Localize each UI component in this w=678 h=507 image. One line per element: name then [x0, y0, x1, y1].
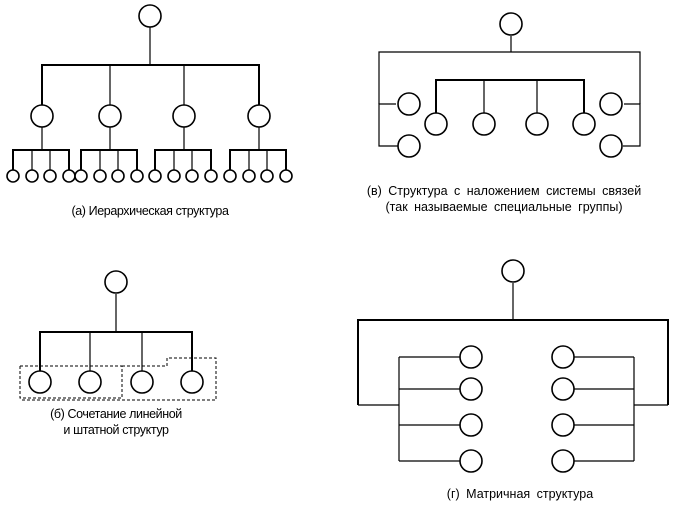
node — [78, 370, 102, 394]
caption-g: (г) Матричная структура — [446, 487, 594, 501]
mid-node — [98, 104, 122, 128]
leaf-node — [223, 169, 237, 183]
leaf-node — [62, 169, 76, 183]
leaf-node — [93, 169, 107, 183]
leaf-node — [260, 169, 274, 183]
mid-node — [30, 104, 54, 128]
hierarchical-structure-diagram — [6, 4, 293, 183]
top-node — [138, 4, 162, 28]
leaf-node — [6, 169, 20, 183]
leaf-node — [43, 169, 57, 183]
node — [551, 449, 575, 473]
linear-staff-structure-diagram — [19, 270, 217, 401]
node — [180, 370, 204, 394]
node — [525, 112, 549, 136]
top-node — [501, 259, 525, 283]
matrix-structure-diagram — [357, 259, 669, 473]
leaf-node — [130, 169, 144, 183]
special-group-node — [397, 134, 421, 158]
top-node — [104, 270, 128, 294]
caption-a: (а) Иерархическая структура — [71, 204, 229, 218]
node — [551, 345, 575, 369]
node — [572, 112, 596, 136]
node — [459, 449, 483, 473]
node — [28, 370, 52, 394]
node — [551, 413, 575, 437]
special-group-node — [599, 134, 623, 158]
leaf-node — [148, 169, 162, 183]
top-node — [499, 12, 523, 36]
node — [459, 413, 483, 437]
caption-v: (в) Структура с наложением системы связе… — [366, 184, 642, 214]
leaf-node — [204, 169, 218, 183]
node — [459, 377, 483, 401]
leaf-node — [167, 169, 181, 183]
caption-b: (б) Сочетание линейной и штатной структу… — [50, 407, 182, 437]
node — [551, 377, 575, 401]
leaf-node — [25, 169, 39, 183]
node — [130, 370, 154, 394]
node — [424, 112, 448, 136]
node — [459, 345, 483, 369]
leaf-node — [74, 169, 88, 183]
leaf-node — [242, 169, 256, 183]
mid-node — [172, 104, 196, 128]
leaf-node — [111, 169, 125, 183]
leaf-node — [279, 169, 293, 183]
special-group-node — [397, 92, 421, 116]
leaf-node — [185, 169, 199, 183]
overlay-structure-diagram — [378, 12, 641, 158]
mid-node — [247, 104, 271, 128]
node — [472, 112, 496, 136]
special-group-node — [599, 92, 623, 116]
